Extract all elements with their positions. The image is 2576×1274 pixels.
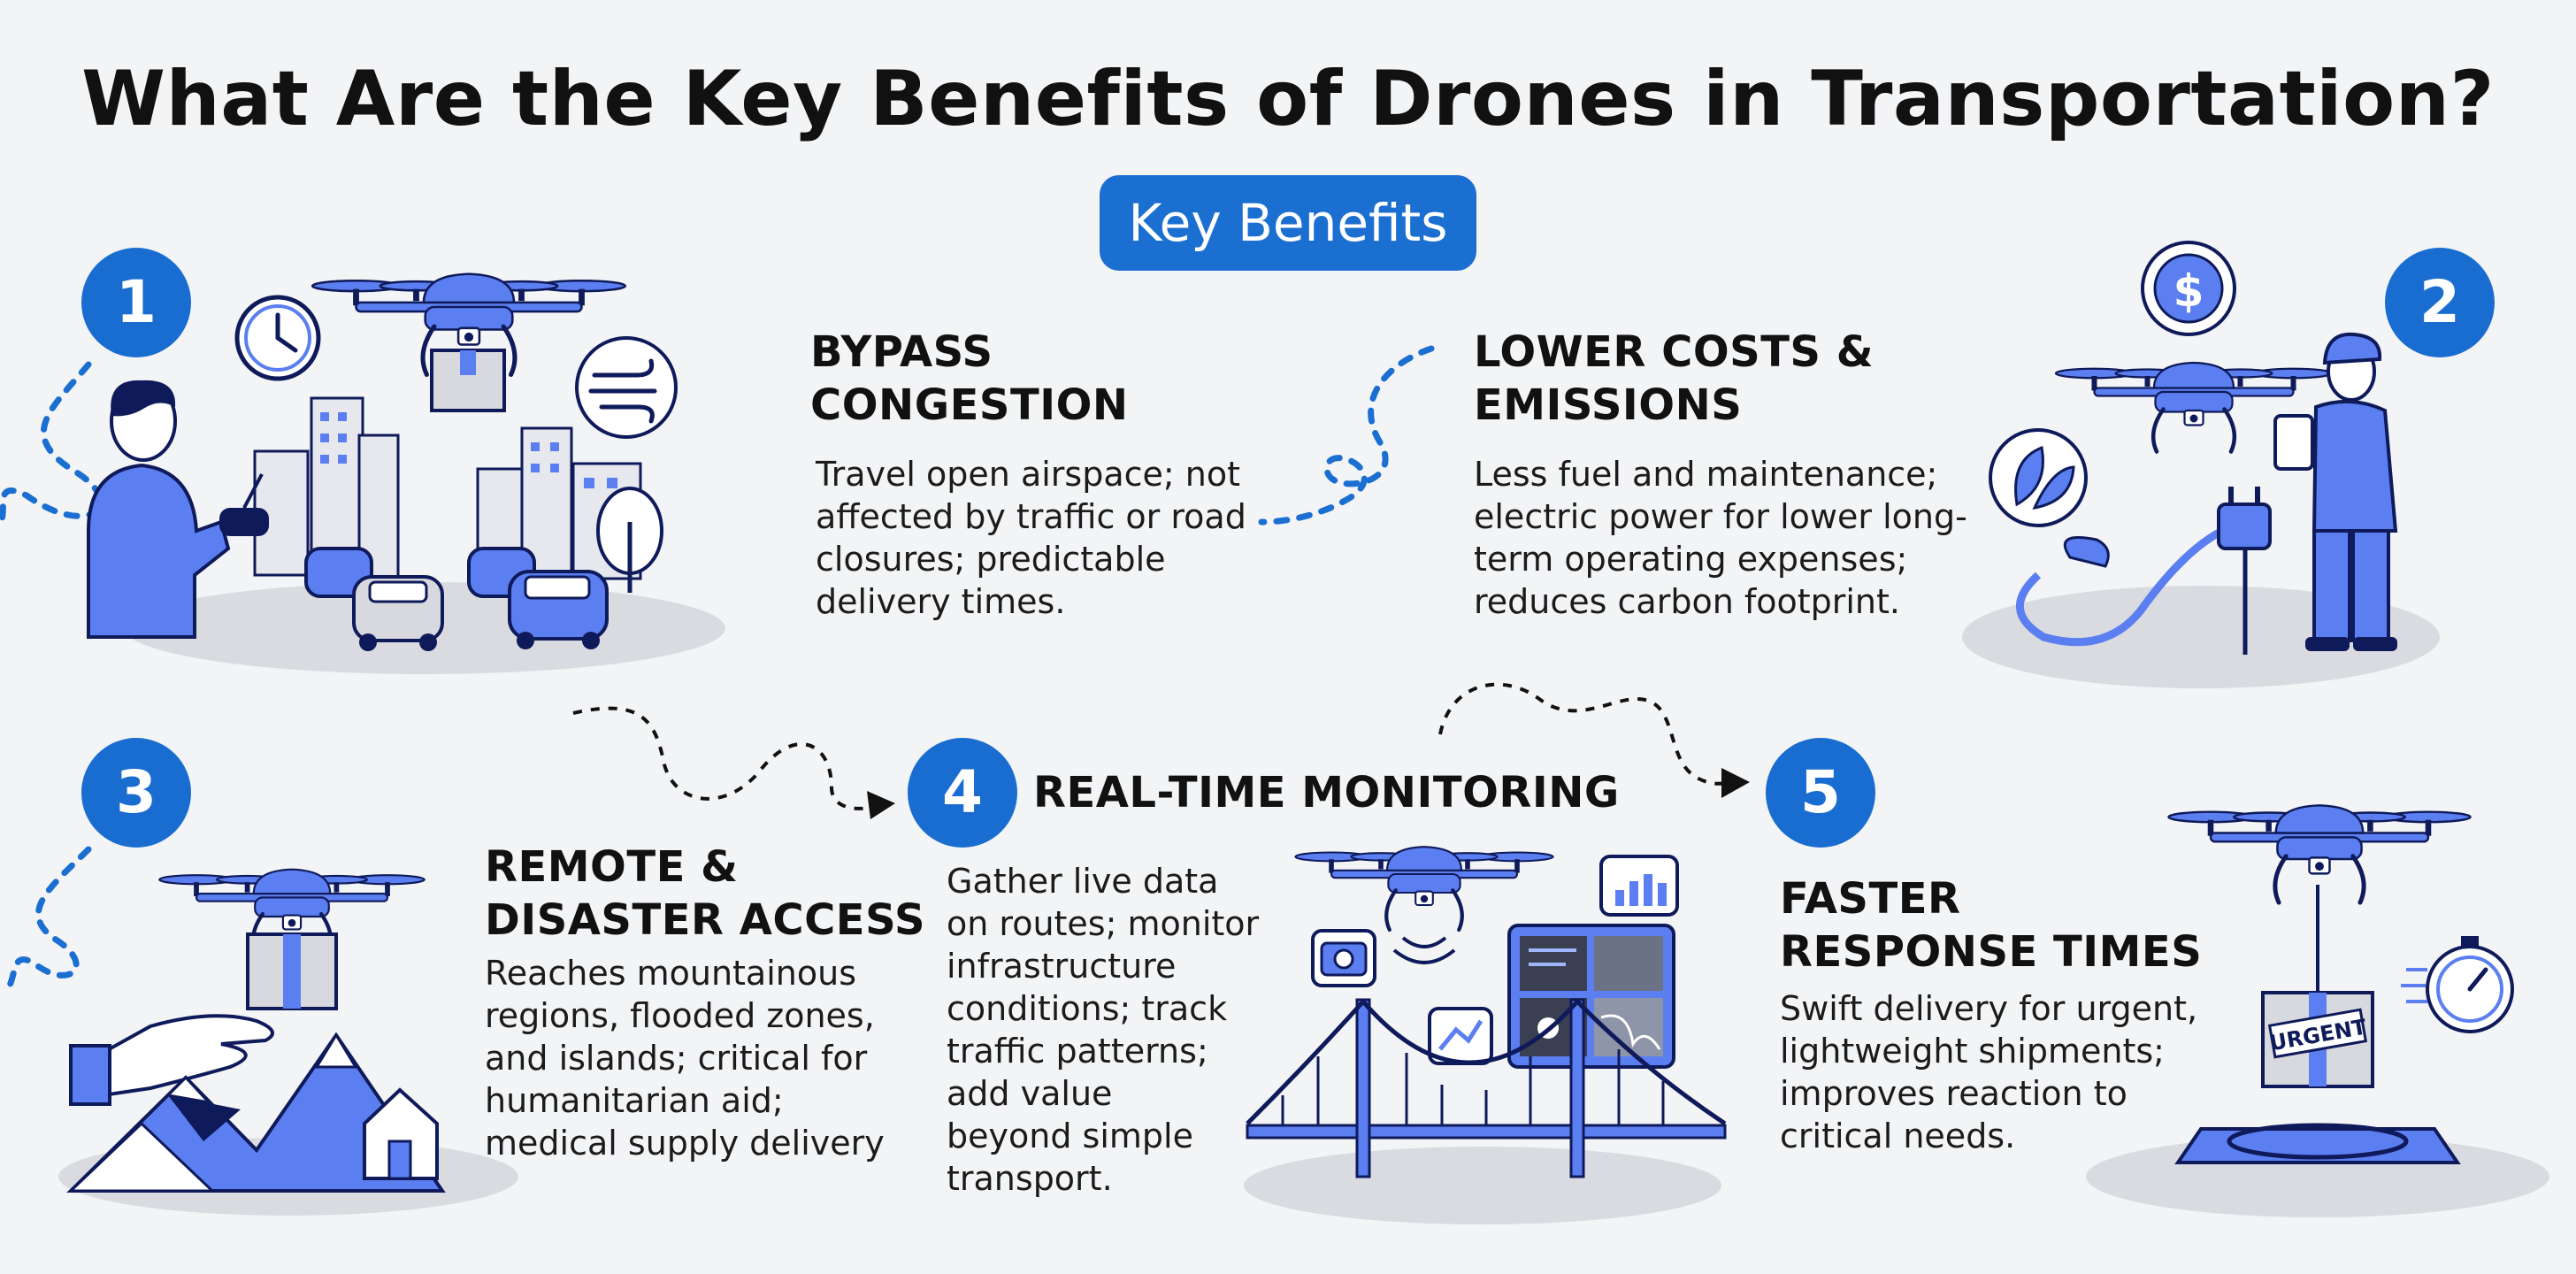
person-with-controller <box>87 380 269 639</box>
leaf-icon <box>1989 428 2088 527</box>
monitor-screen <box>1507 924 1675 1069</box>
drone-icon <box>1295 847 1552 930</box>
benefit-5-text: Swift delivery for urgent,lightweight sh… <box>1780 989 2198 1155</box>
benefit-3-heading: REMOTE &DISASTER ACCESS <box>485 842 926 945</box>
monitoring-illustration <box>1244 840 1727 1224</box>
dotted-trail <box>1258 345 1435 526</box>
bridge-icon <box>1246 998 1727 1178</box>
benefit-4-number: 4 <box>908 738 1017 848</box>
cars-in-traffic <box>304 547 609 651</box>
flow-arrow <box>1438 682 1750 798</box>
hand-icon <box>69 1014 274 1106</box>
key-benefits-badge: Key Benefits <box>1100 175 1476 271</box>
traffic-illustration <box>87 265 725 674</box>
clock-icon <box>234 295 321 381</box>
benefit-4-heading: REAL-TIME MONITORING <box>1033 768 1620 817</box>
svg-text:$: $ <box>2174 265 2204 317</box>
benefit-1-number: 1 <box>81 248 191 357</box>
benefit-2-heading: LOWER COSTS &EMISSIONS <box>1474 327 1874 430</box>
benefit-2-text: Less fuel and maintenance;electric power… <box>1474 455 1967 621</box>
flow-arrow <box>572 706 895 819</box>
benefit-2-number: 2 <box>2385 248 2495 357</box>
tree-icon <box>596 487 663 593</box>
remote-access-illustration <box>58 858 518 1216</box>
camera-icon <box>1311 929 1376 987</box>
chart-icon <box>1599 855 1679 917</box>
mountains-icon <box>66 1032 446 1193</box>
worker-icon <box>2273 332 2398 651</box>
dotted-trail <box>2 846 92 994</box>
stopwatch-icon <box>2401 936 2514 1033</box>
dollar-icon: $ <box>2141 241 2236 336</box>
house-icon <box>363 1087 439 1180</box>
page-title: What Are the Key Benefits of Drones in T… <box>81 55 2495 143</box>
benefit-5-number: 5 <box>1766 738 1875 848</box>
benefit-3-number: 3 <box>81 738 191 848</box>
cost-emission-illustration: $ <box>1962 241 2440 688</box>
graph-icon <box>1428 1007 1493 1065</box>
response-illustration: URGENT <box>2086 796 2549 1217</box>
wind-icon <box>575 336 678 439</box>
landing-pad-icon <box>2174 1123 2461 1164</box>
package-icon: URGENT <box>2261 991 2374 1088</box>
plug-icon <box>2015 487 2272 655</box>
